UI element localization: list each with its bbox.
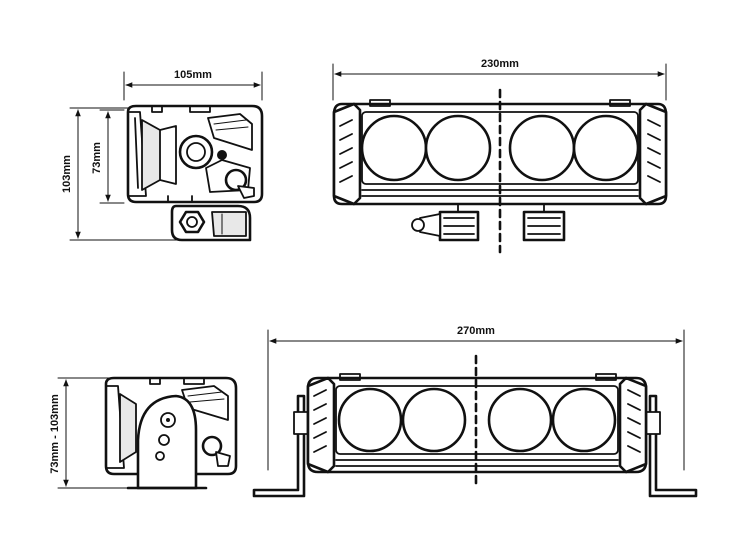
dimension-height-side-top-outer: 103mm — [61, 107, 181, 241]
label-103mm: 103mm — [61, 155, 73, 193]
side-view-bottom — [104, 376, 238, 490]
label-73mm-103mm: 73mm - 103mm — [49, 394, 61, 474]
front-view-bottom — [252, 354, 698, 498]
dimension-width-front-bottom: 270mm — [267, 325, 685, 471]
label-105mm: 105mm — [174, 69, 212, 81]
dimension-height-side-bottom: 73mm - 103mm — [49, 377, 141, 489]
front-view-top — [332, 88, 668, 254]
label-230mm: 230mm — [481, 58, 519, 70]
label-270mm: 270mm — [457, 325, 495, 337]
label-73mm: 73mm — [91, 142, 103, 174]
dimension-width-side-top: 105mm — [123, 69, 263, 101]
dimension-height-side-top-inner: 73mm — [91, 109, 125, 204]
dimension-width-front-top: 230mm — [332, 58, 667, 101]
side-view-top — [126, 104, 264, 242]
